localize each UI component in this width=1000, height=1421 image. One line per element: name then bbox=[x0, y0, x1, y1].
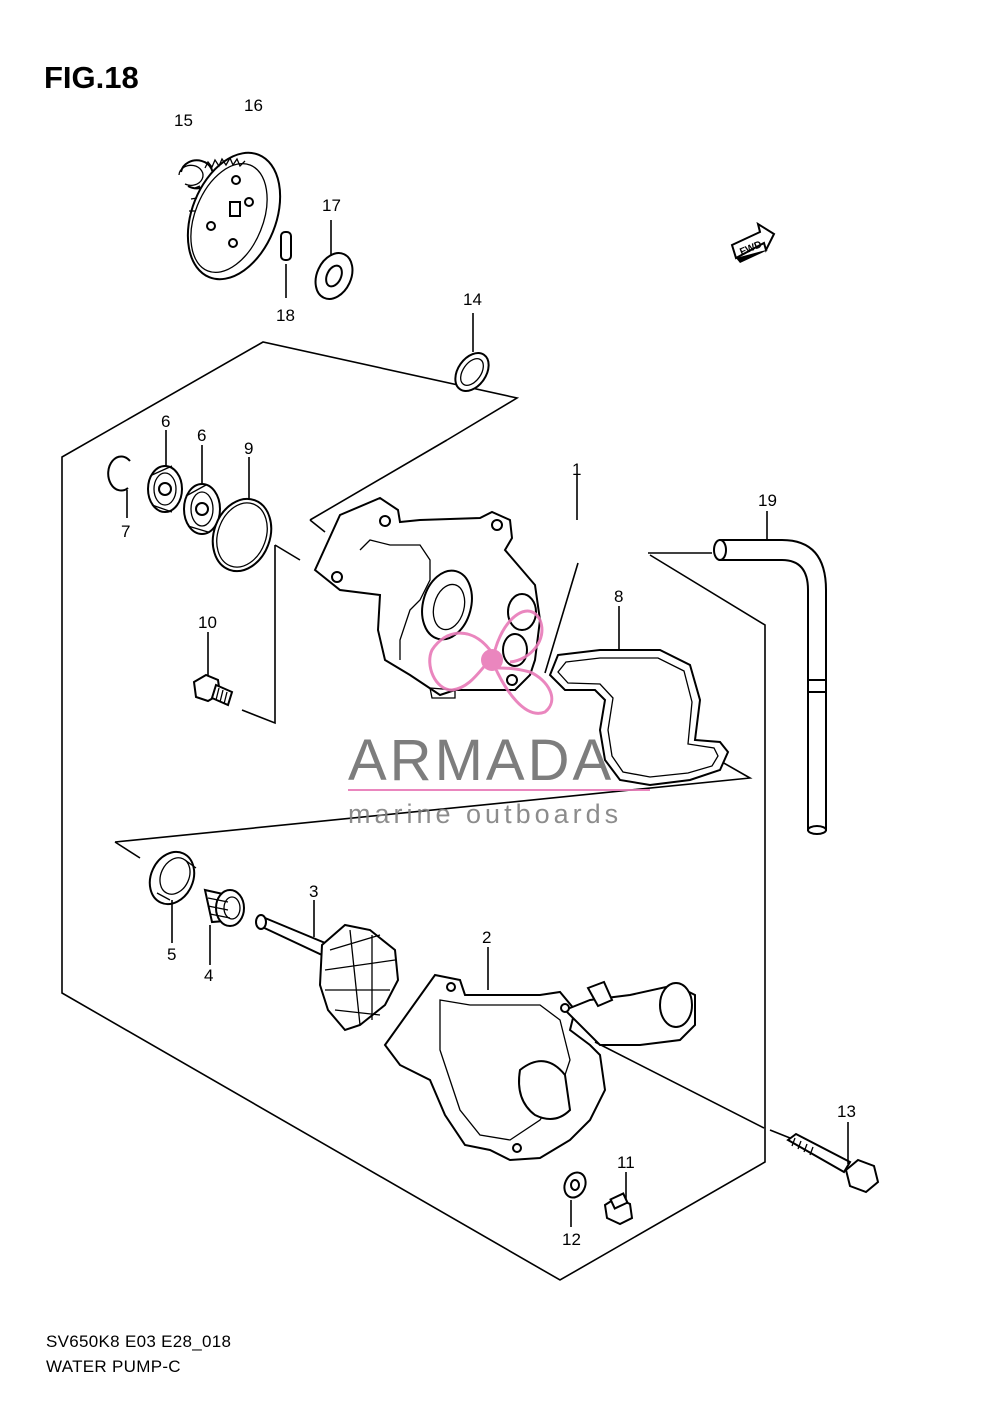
callout-7: 7 bbox=[121, 522, 130, 541]
callout-6-a: 6 bbox=[161, 412, 170, 431]
svg-text:marine outboards: marine outboards bbox=[348, 799, 622, 829]
callout-17: 17 bbox=[322, 196, 341, 215]
callout-15: 15 bbox=[174, 111, 193, 130]
drive-gear-part-16 bbox=[186, 151, 282, 281]
bolt-part-11 bbox=[603, 1172, 634, 1226]
callout-9: 9 bbox=[244, 439, 253, 458]
bearing-part-6-a bbox=[147, 430, 183, 513]
figure-title: FIG.18 bbox=[44, 60, 139, 95]
callout-11: 11 bbox=[617, 1153, 635, 1172]
callout-4: 4 bbox=[204, 966, 213, 985]
callout-6-b: 6 bbox=[197, 426, 206, 445]
callout-13: 13 bbox=[837, 1102, 856, 1121]
callout-18: 18 bbox=[276, 306, 295, 325]
bolt-part-13 bbox=[786, 1122, 880, 1194]
pin-part-18 bbox=[280, 231, 292, 298]
o-ring-part-9 bbox=[211, 457, 273, 573]
mechanical-seal-part-4 bbox=[203, 888, 245, 965]
hose-part-19 bbox=[713, 511, 827, 835]
gasket-part-8 bbox=[548, 606, 730, 787]
svg-text:ARMADA: ARMADA bbox=[348, 728, 614, 793]
callout-labels: 1 2 3 4 5 6 6 7 8 9 10 11 12 13 14 15 16… bbox=[121, 96, 856, 1249]
callout-1: 1 bbox=[572, 460, 581, 479]
o-ring-part-14 bbox=[454, 313, 490, 392]
callout-12: 12 bbox=[562, 1230, 581, 1249]
callout-2: 2 bbox=[482, 928, 491, 947]
diagram-name: WATER PUMP-C bbox=[46, 1357, 181, 1376]
forward-direction-arrow: FWD bbox=[730, 221, 776, 263]
propeller-logo-icon bbox=[428, 609, 554, 715]
oil-seal-part-5 bbox=[148, 850, 197, 943]
callout-14: 14 bbox=[463, 290, 482, 309]
callout-16: 16 bbox=[244, 96, 263, 115]
washer-part-12 bbox=[563, 1171, 587, 1227]
callout-10: 10 bbox=[198, 613, 217, 632]
circlip-part-7 bbox=[107, 455, 131, 518]
armada-watermark: ARMADA marine outboards bbox=[348, 609, 650, 829]
bolt-part-10 bbox=[192, 632, 234, 707]
washer-part-17 bbox=[314, 220, 354, 300]
bearing-part-6-b bbox=[183, 445, 221, 535]
callout-8: 8 bbox=[614, 587, 623, 606]
callout-3: 3 bbox=[309, 882, 318, 901]
model-code: SV650K8 E03 E28_018 bbox=[46, 1332, 232, 1351]
impeller-shaft-part-3 bbox=[255, 900, 400, 1032]
callout-5: 5 bbox=[167, 945, 176, 964]
pump-case-part-1 bbox=[313, 475, 578, 699]
pump-cover-part-2 bbox=[383, 947, 696, 1162]
callout-19: 19 bbox=[758, 491, 777, 510]
